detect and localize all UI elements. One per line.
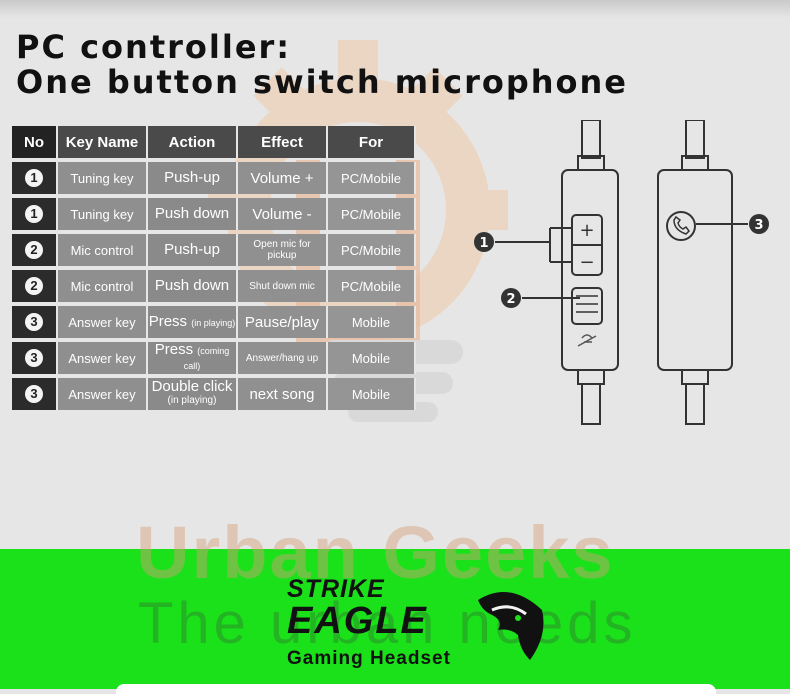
controller-body-right	[657, 169, 733, 371]
row-number-cell: 3	[12, 342, 58, 374]
row-number-cell: 2	[12, 270, 58, 302]
controller-diagram: + − 1 2 3	[474, 120, 769, 425]
action-cell: Push-up	[148, 162, 238, 194]
bottom-card	[116, 684, 716, 694]
effect-cell: Volume -	[238, 198, 328, 230]
row-number-cell: 2	[12, 234, 58, 266]
effect-cell: Answer/hang up	[238, 342, 328, 374]
action-cell: Press (coming call)	[148, 342, 238, 374]
row-number-badge: 3	[25, 313, 43, 331]
callout-3-badge	[749, 214, 769, 234]
row-number-cell: 3	[12, 378, 58, 410]
action-text: Push-up	[164, 169, 220, 186]
phone-icon	[673, 215, 690, 235]
brand-footer	[0, 549, 790, 689]
table-row: 1 Tuning key Push down Volume -PC/Mobile	[12, 198, 416, 230]
mic-switch	[571, 287, 603, 325]
col-header-for: For	[328, 126, 416, 158]
col-header-effect: Effect	[238, 126, 328, 158]
brand-eagle: EAGLE	[287, 600, 428, 642]
effect-cell: Shut down mic	[238, 270, 328, 302]
answer-key	[666, 211, 696, 241]
action-text: Press	[154, 341, 194, 358]
action-note: (in playing)	[191, 317, 236, 328]
for-cell: Mobile	[328, 306, 416, 338]
action-cell: Press (in playing)	[148, 306, 238, 338]
key-name-cell: Tuning key	[58, 198, 148, 230]
for-cell: Mobile	[328, 378, 416, 410]
effect-cell: Volume +	[238, 162, 328, 194]
watermark-tagline: The urban needs	[138, 591, 637, 656]
cable-collar-bottom-left	[577, 369, 605, 385]
for-cell: PC/Mobile	[328, 234, 416, 266]
action-text: Push-up	[164, 241, 220, 258]
for-cell: PC/Mobile	[328, 198, 416, 230]
col-header-key-name: Key Name	[58, 126, 148, 158]
action-cell: Double click(in playing)	[148, 378, 238, 410]
page-title: PC controller:	[16, 28, 292, 66]
action-cell: Push down	[148, 198, 238, 230]
action-note: (in playing)	[167, 395, 217, 406]
top-band	[0, 0, 790, 18]
eagle-head-icon	[478, 592, 544, 660]
row-number-cell: 1	[12, 198, 58, 230]
action-text: Push down	[154, 277, 230, 294]
action-note: (coming call)	[183, 346, 230, 371]
watermark-text: Urban Geeks	[136, 511, 615, 594]
brand-strike: STRIKE	[287, 575, 385, 603]
key-name-cell: Mic control	[58, 234, 148, 266]
action-cell: Push down	[148, 270, 238, 302]
col-header-action: Action	[148, 126, 238, 158]
for-cell: PC/Mobile	[328, 162, 416, 194]
key-name-cell: Tuning key	[58, 162, 148, 194]
plus-icon: +	[579, 220, 594, 241]
callout-1-badge	[474, 232, 494, 252]
row-number-cell: 3	[12, 306, 58, 338]
row-number-badge: 2	[25, 241, 43, 259]
effect-cell: Open mic for pickup	[238, 234, 328, 266]
callout-3-label: 3	[754, 218, 763, 233]
for-cell: PC/Mobile	[328, 270, 416, 302]
action-text: Double click	[151, 378, 233, 395]
table-header-row: No Key Name Action Effect For	[12, 126, 416, 158]
row-number-badge: 3	[25, 385, 43, 403]
row-number-badge: 3	[25, 349, 43, 367]
col-header-no: No	[12, 126, 58, 158]
mic-mute-icon	[577, 334, 597, 347]
table-row: 1 Tuning key Push-up Volume +PC/Mobile	[12, 162, 416, 194]
callout-2-badge	[501, 288, 521, 308]
row-number-badge: 1	[25, 169, 43, 187]
key-name-cell: Mic control	[58, 270, 148, 302]
callout-2-label: 2	[506, 292, 515, 307]
effect-cell: next song	[238, 378, 328, 410]
brand-subtitle: Gaming Headset	[287, 648, 451, 669]
key-name-cell: Answer key	[58, 342, 148, 374]
cable-top-left	[581, 120, 601, 159]
page-subtitle: One button switch microphone	[16, 63, 628, 101]
key-name-cell: Answer key	[58, 306, 148, 338]
for-cell: Mobile	[328, 342, 416, 374]
cable-bottom-left	[581, 383, 601, 425]
action-text: Push down	[154, 205, 230, 222]
action-cell: Push-up	[148, 234, 238, 266]
row-number-badge: 1	[25, 205, 43, 223]
key-name-cell: Answer key	[58, 378, 148, 410]
effect-cell: Pause/play	[238, 306, 328, 338]
row-number-badge: 2	[25, 277, 43, 295]
callout-1-label: 1	[479, 236, 488, 251]
row-number-cell: 1	[12, 162, 58, 194]
minus-icon: −	[579, 252, 594, 273]
action-text: Press	[148, 312, 188, 330]
